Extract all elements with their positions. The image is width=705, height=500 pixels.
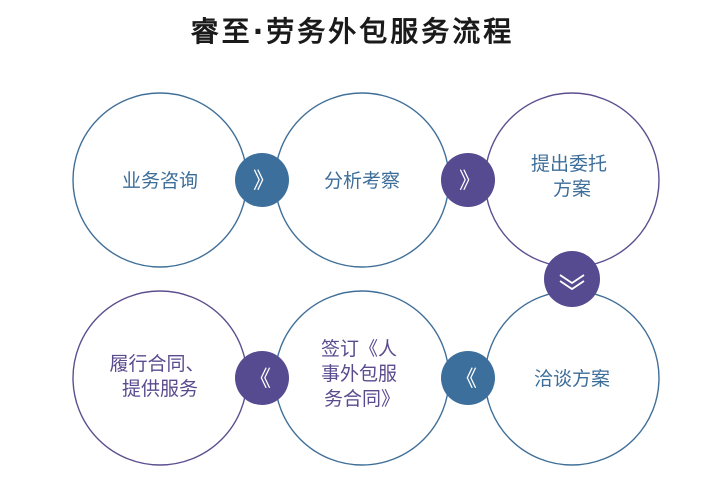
double-chevron-right-icon: 》 [253, 169, 275, 194]
double-chevron-down-icon [559, 280, 585, 291]
arrow-disc [441, 351, 495, 405]
arrow-4-5: 《 [441, 351, 495, 405]
double-chevron-left-icon: 《 [249, 367, 271, 392]
step-label-2: 分析考察 [324, 170, 400, 192]
arrow-disc [235, 153, 289, 207]
double-chevron-right-icon: 》 [459, 169, 481, 194]
arrow-2-3: 》 [441, 153, 495, 207]
double-chevron-left-icon: 《 [455, 367, 477, 392]
arrow-disc [544, 251, 600, 307]
step-label-3: 提出委托 方案 [531, 153, 613, 200]
page-title: 睿至·劳务外包服务流程 [190, 15, 515, 48]
step-label-4: 洽谈方案 [534, 368, 610, 390]
step-label-6: 履行合同、 提供服务 [109, 353, 210, 400]
double-chevron-down-icon [559, 274, 585, 285]
step-label-1: 业务咨询 [122, 170, 198, 192]
arrow-5-6: 《 [235, 351, 289, 405]
arrow-disc [441, 153, 495, 207]
arrow-disc [235, 351, 289, 405]
arrow-1-2: 》 [235, 153, 289, 207]
step-label-5: 签订《人 事外包服 务合同》 [321, 338, 403, 410]
arrow-3-4 [544, 251, 600, 307]
